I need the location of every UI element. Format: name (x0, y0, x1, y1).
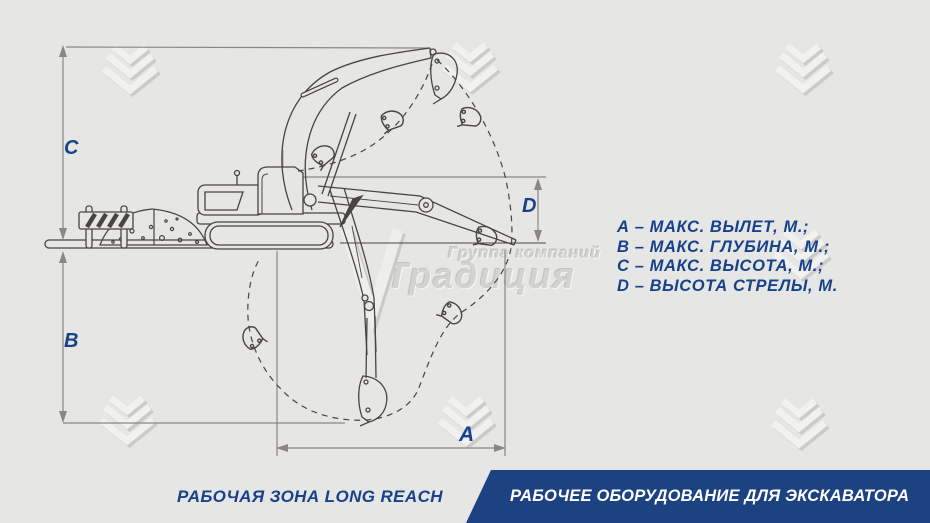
dim-label-c: C (64, 137, 79, 159)
bucket-icon (472, 224, 500, 251)
legend: А – МАКС. ВЫЛЕТ, М.; В – МАКС. ГЛУБИНА, … (617, 218, 838, 296)
bucket-icon (308, 140, 340, 172)
legend-item-d: D – ВЫСОТА СТРЕЛЫ, М. (617, 276, 838, 295)
footer-blue-banner: РАБОЧЕЕ ОБОРУДОВАНИЕ ДЛЯ ЭКСКАВАТОРА (466, 470, 930, 523)
dim-label-b: B (64, 330, 79, 352)
bucket-icon (456, 105, 484, 131)
watermark-company-text: Группа компаний (448, 245, 602, 262)
dim-label-a: A (459, 423, 475, 446)
bucket-icon (430, 52, 458, 100)
dimension-lines (59, 45, 546, 456)
watermark-brand-text: Традиция (386, 255, 576, 296)
legend-item-b: В – МАКС. ГЛУБИНА, М.; (617, 237, 830, 256)
raised-boom (281, 47, 458, 211)
legend-item-c: С – МАКС. ВЫСОТА, М.; (617, 257, 825, 276)
excavator-body (196, 166, 346, 250)
bucket-icon (358, 375, 388, 423)
dimension-a (276, 250, 506, 456)
bucket-icon (435, 298, 467, 330)
construction-barrier (78, 205, 134, 249)
dim-label-d: D (522, 195, 537, 217)
dimension-c (59, 45, 431, 240)
bucket-icon (237, 322, 269, 353)
footer-left-caption: РАБОЧАЯ ЗОНА LONG REACH (150, 470, 470, 523)
equipment-caption: РАБОЧЕЕ ОБОРУДОВАНИЕ ДЛЯ ЭКСКАВАТОРА (510, 487, 910, 505)
legend-item-a: А – МАКС. ВЫЛЕТ, М.; (617, 218, 810, 236)
dimension-b (59, 251, 345, 424)
bucket-icon (378, 107, 407, 135)
work-zone-caption: РАБОЧАЯ ЗОНА LONG REACH (177, 486, 443, 506)
digging-arm (329, 187, 388, 427)
